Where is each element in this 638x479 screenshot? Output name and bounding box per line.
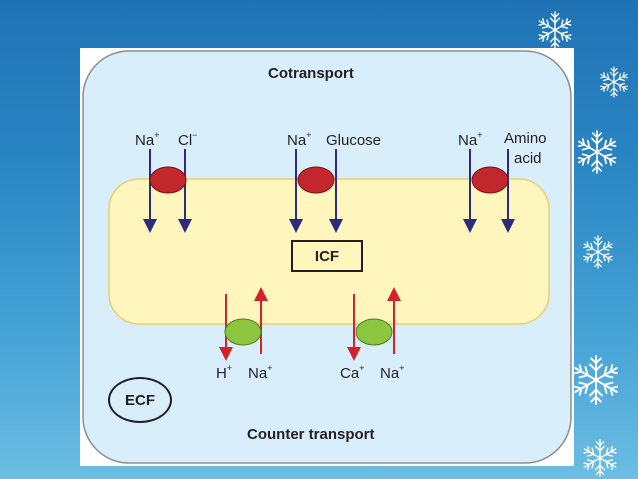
antiporter-h-na: [224, 318, 262, 346]
label-cl: Cl−: [178, 130, 198, 149]
snowflake-icon: [582, 236, 614, 268]
antiporter-ca-na: [355, 318, 393, 346]
cotransport-title: Cotransport: [268, 65, 354, 82]
snowflake-icon: [537, 12, 573, 48]
counter-transport-title: Counter transport: [247, 426, 375, 443]
cotransporter-na-cl: [149, 166, 187, 194]
label-h: H+: [216, 363, 233, 382]
label-na-5: Na+: [380, 363, 405, 382]
label-na-2: Na+: [287, 130, 312, 149]
label-na-4: Na+: [248, 363, 273, 382]
cotransporter-na-amino: [471, 166, 509, 194]
label-acid: acid: [514, 150, 542, 167]
membrane-transport-figure: Cotransport Counter transport Na+ Cl− Na…: [80, 48, 574, 466]
label-na-3: Na+: [458, 130, 483, 149]
label-glucose: Glucose: [326, 132, 382, 149]
label-ca: Ca+: [340, 363, 365, 382]
ecf-label: ECF: [108, 377, 172, 423]
snowflake-icon: [582, 440, 618, 476]
label-amino: Amino: [504, 130, 547, 147]
icf-label: ICF: [291, 240, 363, 272]
cotransporter-na-glucose: [297, 166, 335, 194]
snowflake-icon: [576, 131, 618, 173]
snowflake-icon: [599, 67, 629, 97]
label-na-1: Na+: [135, 130, 160, 149]
snowflake-icon: [572, 356, 620, 404]
